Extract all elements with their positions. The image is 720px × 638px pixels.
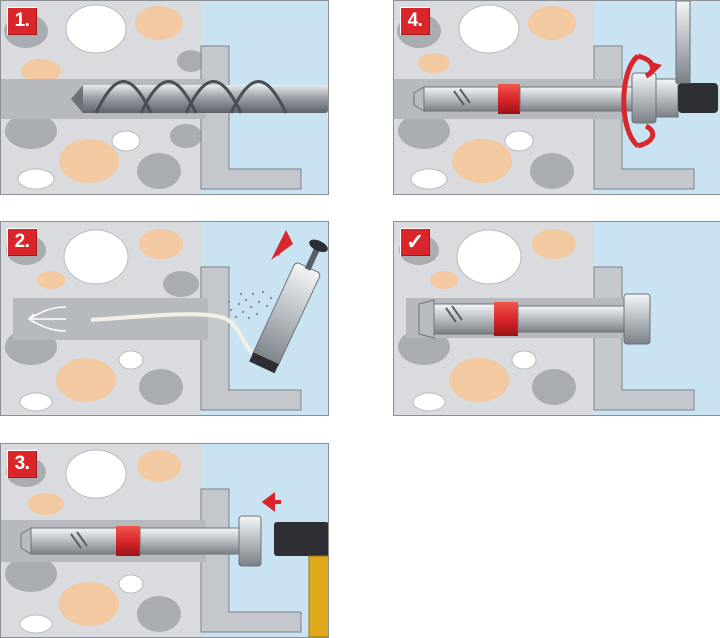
step-3-illustration — [1, 444, 328, 637]
step-badge: 3. — [7, 450, 37, 478]
push-arrow — [261, 492, 281, 512]
hex-nut — [623, 293, 651, 345]
red-sleeve — [116, 526, 140, 556]
step-3-panel: 3. — [0, 443, 329, 638]
concrete-stones — [398, 229, 576, 412]
step-badge: 2. — [7, 228, 37, 256]
hand-pump — [249, 239, 328, 374]
step-4-panel: 4. — [393, 0, 720, 195]
anchor-bolt — [20, 515, 262, 567]
step-badge-check: ✓ — [400, 228, 430, 256]
step-badge: 4. — [400, 7, 430, 35]
step-done-panel: ✓ — [393, 221, 720, 416]
step-done-illustration — [398, 222, 720, 415]
move-arrow — [271, 230, 293, 260]
hammer — [274, 522, 328, 637]
anchor-bolt — [418, 293, 651, 345]
step-4-illustration — [394, 1, 720, 194]
drill-bit — [71, 80, 328, 114]
hex-nut — [238, 515, 262, 567]
concrete-stones — [5, 229, 199, 412]
dust-spray — [227, 290, 273, 320]
air-arrows — [27, 306, 67, 332]
blow-tube — [90, 312, 263, 364]
step-badge: 1. — [7, 7, 37, 35]
step-2-illustration — [5, 222, 328, 415]
bracket — [200, 45, 302, 190]
torque-wrench — [655, 1, 718, 118]
step-2-panel: 2. — [0, 221, 329, 416]
concrete-stones — [4, 4, 205, 190]
anchor-bolt — [413, 72, 657, 124]
rotate-arrow — [621, 54, 640, 148]
step-1-panel: 1. — [0, 0, 329, 195]
step-1-illustration — [1, 1, 328, 194]
